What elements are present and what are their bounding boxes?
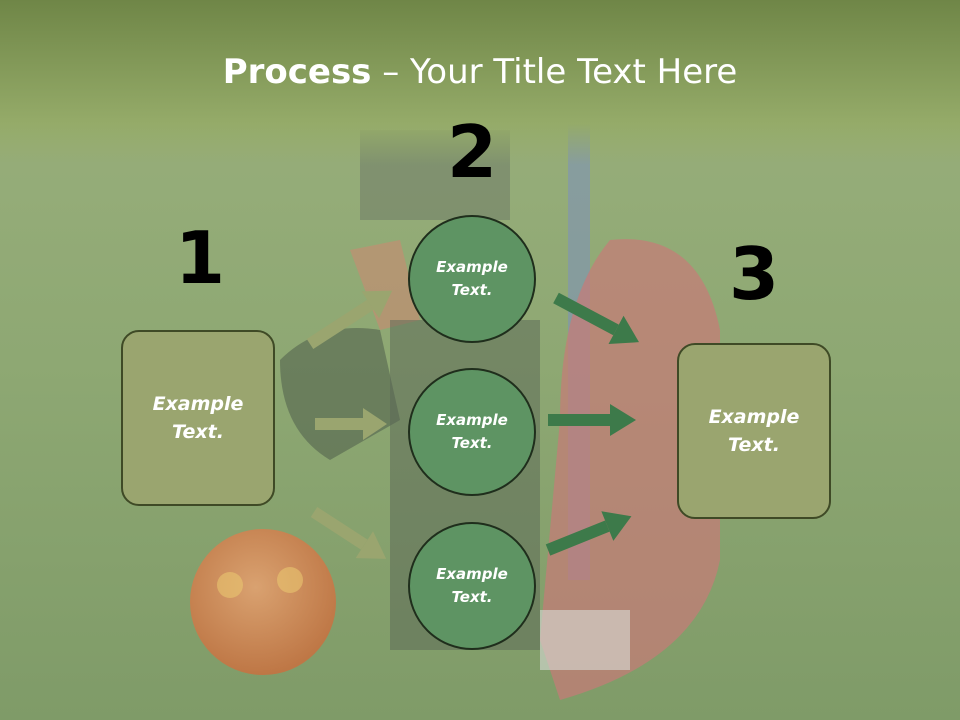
arrow-left-to-middle: [315, 408, 387, 440]
circle-top: Example Text.: [408, 215, 536, 343]
arrow-bottom-to-right: [545, 511, 632, 556]
step-number-2: 2: [446, 110, 498, 194]
circle-bottom: Example Text.: [408, 522, 536, 650]
arrow-top-to-right: [553, 292, 639, 345]
arrow-left-to-bottom: [310, 506, 387, 559]
title-rest: – Your Title Text Here: [371, 52, 738, 92]
step-number-1: 1: [174, 216, 226, 300]
circle-middle: Example Text.: [408, 368, 536, 496]
arrow-left-to-top: [306, 290, 393, 350]
arrow-middle-to-right: [548, 404, 636, 436]
right-text-box: Example Text.: [677, 343, 831, 519]
slide-title: Process – Your Title Text Here: [0, 52, 960, 92]
title-bold: Process: [222, 52, 372, 92]
step-number-3: 3: [728, 232, 780, 316]
left-text-box: Example Text.: [121, 330, 275, 506]
